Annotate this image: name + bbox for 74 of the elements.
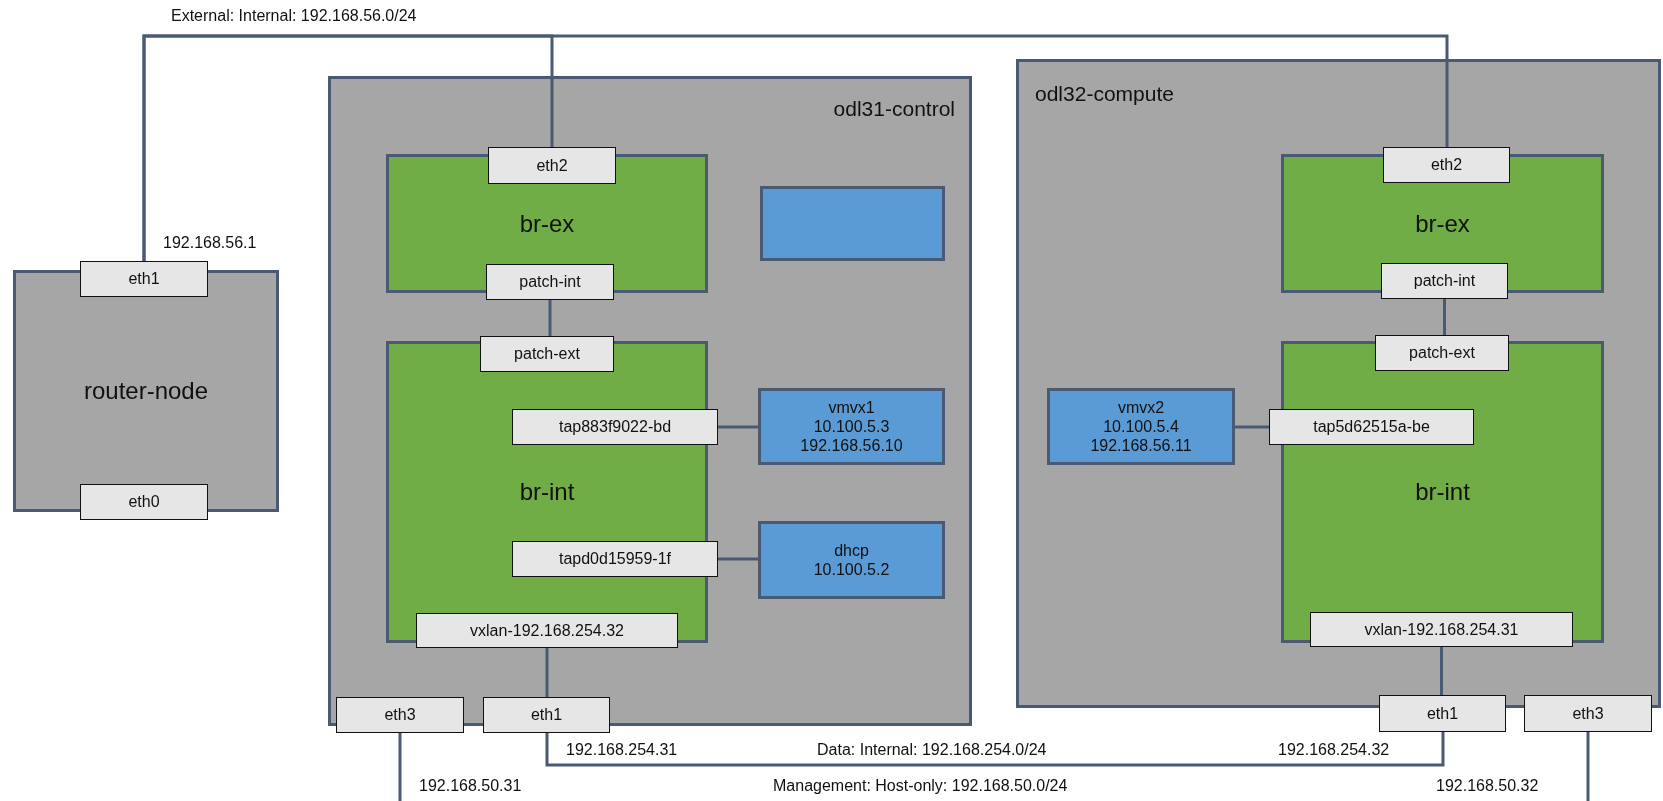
vm-detail: vmvx1 — [828, 397, 875, 417]
interface-port — [1381, 263, 1508, 299]
network-label: Management: Host-only: 192.168.50.0/24 — [773, 776, 1068, 796]
application-box — [760, 186, 945, 261]
vm-detail: dhcp — [834, 540, 869, 560]
interface-port — [336, 697, 464, 733]
interface-port — [80, 261, 208, 297]
interface-name: eth2 — [1430, 156, 1463, 174]
interface-name: tap5d62515a-be — [1313, 418, 1430, 436]
interface-port — [1379, 695, 1506, 732]
interface-port — [486, 264, 614, 300]
ip-address-label: 192.168.56.1 — [163, 233, 257, 253]
vm-detail: 10.100.5.2 — [813, 560, 890, 580]
interface-name: eth1 — [530, 706, 563, 724]
vm-detail: 10.100.5.3 — [813, 416, 890, 437]
connector-line — [142, 34, 1449, 261]
interface-name: tap883f9022-bd — [558, 418, 672, 436]
interface-port — [1383, 147, 1510, 183]
interface-port — [480, 336, 614, 372]
interface-port — [488, 147, 616, 184]
interface-name: eth3 — [384, 706, 416, 724]
interface-name: eth3 — [1572, 704, 1604, 723]
interface-name: vxlan-192.168.254.31 — [1364, 620, 1519, 639]
vm-detail: 192.168.56.10 — [800, 436, 903, 456]
interface-name: patch-ext — [514, 345, 580, 363]
vm-box — [1047, 388, 1235, 465]
ip-address-label: 192.168.254.32 — [1278, 740, 1390, 760]
connector-line — [718, 557, 758, 561]
ip-address-label: 192.168.254.31 — [566, 740, 678, 760]
vm-detail: vmvx2 — [1117, 397, 1165, 417]
interface-port — [1269, 409, 1474, 445]
host-box — [328, 76, 972, 726]
host-name: odl31-control — [833, 97, 955, 121]
host-name: odl32-compute — [1035, 82, 1174, 106]
connector-line — [718, 425, 758, 429]
interface-name: patch-ext — [1409, 344, 1475, 362]
interface-port — [416, 613, 678, 648]
connector-line — [548, 300, 552, 336]
vm-detail: 10.100.5.4 — [1103, 416, 1179, 437]
interface-name: tapd0d15959-1f — [558, 550, 672, 568]
host-box — [1016, 59, 1661, 708]
network-label: External: Internal: 192.168.56.0/24 — [171, 6, 417, 26]
bridge-name: br-int — [1415, 478, 1470, 506]
bridge-name: br-ex — [1415, 209, 1470, 238]
interface-name: eth1 — [1426, 704, 1459, 723]
interface-port — [1375, 335, 1509, 371]
vm-detail: 192.168.56.11 — [1090, 436, 1192, 456]
ip-address-label: 192.168.50.32 — [1436, 776, 1539, 796]
connector-line — [545, 648, 549, 697]
network-label: Data: Internal: 192.168.254.0/24 — [817, 740, 1047, 760]
interface-port — [512, 409, 718, 445]
interface-name: eth2 — [536, 156, 568, 175]
interface-name: eth1 — [128, 270, 160, 288]
host-name: router-node — [83, 377, 209, 405]
interface-port — [1524, 695, 1652, 732]
connector-line — [1235, 425, 1269, 429]
bridge-name: br-ex — [519, 209, 575, 238]
interface-port — [483, 697, 610, 733]
connector-line — [398, 733, 402, 801]
interface-name: patch-int — [1413, 272, 1476, 290]
interface-port — [80, 484, 208, 520]
vm-box — [758, 388, 945, 465]
interface-name: patch-int — [519, 273, 581, 291]
connector-line — [1443, 299, 1446, 335]
connector-line — [1440, 647, 1443, 695]
interface-name: vxlan-192.168.254.32 — [470, 621, 624, 640]
connector-line — [545, 732, 1445, 767]
interface-port — [1310, 612, 1573, 647]
interface-port — [512, 541, 718, 577]
interface-name: eth0 — [128, 493, 160, 511]
vm-box — [758, 521, 945, 599]
ip-address-label: 192.168.50.31 — [419, 776, 522, 796]
bridge-name: br-int — [519, 478, 575, 506]
connector-line — [1586, 732, 1590, 801]
